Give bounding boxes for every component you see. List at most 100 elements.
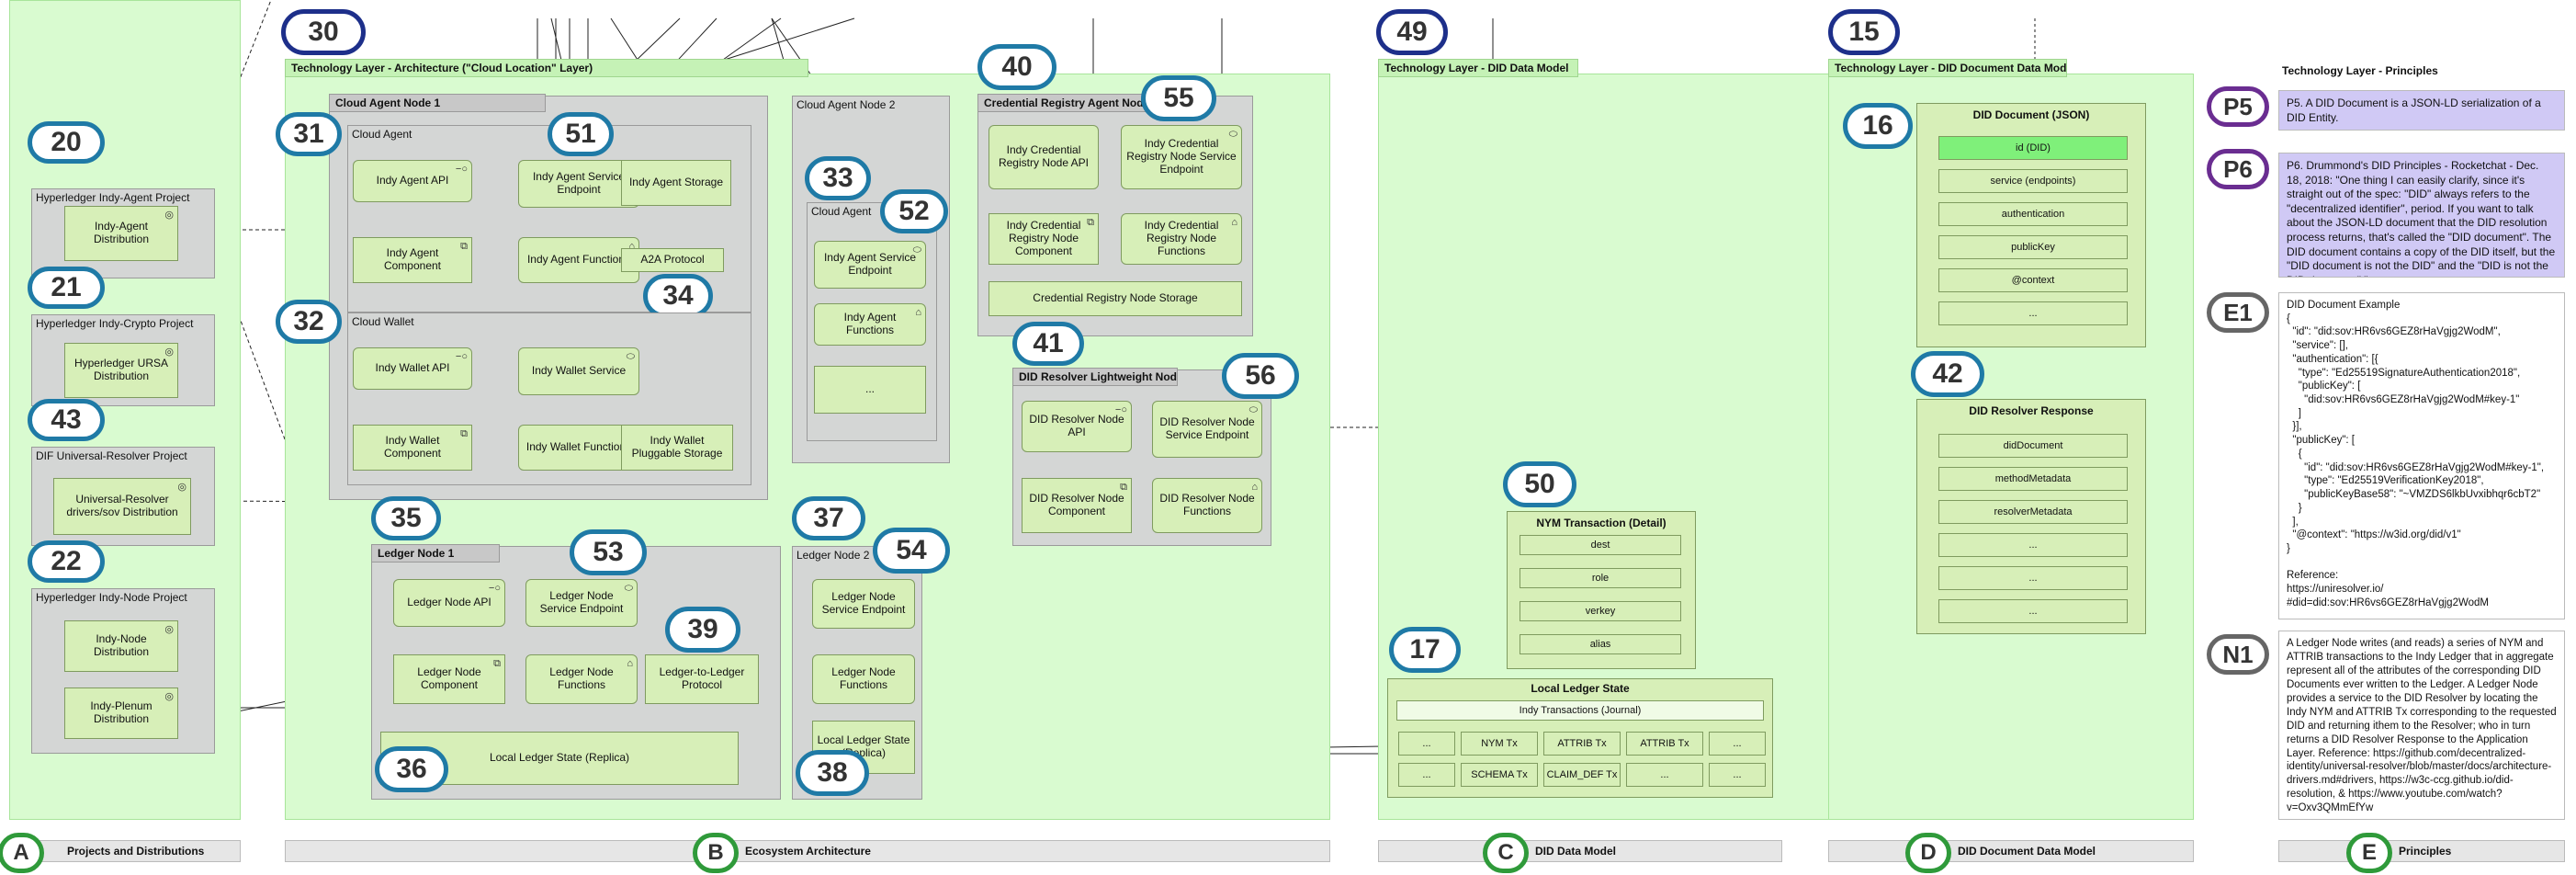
- ledger-node-component[interactable]: Ledger Node Component ⧉: [393, 654, 505, 704]
- indy-agent-functions-2[interactable]: Indy Agent Functions ⌂: [814, 303, 926, 346]
- indy-plenum-distribution-label: Indy-Plenum Distribution: [90, 699, 153, 725]
- universal-resolver-distribution[interactable]: Universal-Resolver drivers/sov Distribut…: [53, 478, 191, 535]
- indy-plenum-distribution[interactable]: Indy-Plenum Distribution ◎: [64, 688, 178, 739]
- did-doc-layer-title: Technology Layer - DID Document Data Mod…: [1828, 59, 2067, 77]
- indy-agent-distribution[interactable]: Indy-Agent Distribution ◎: [64, 206, 178, 261]
- resp-field-ellipsis-2: ...: [1938, 566, 2128, 590]
- agent-ellipsis-label: ...: [864, 382, 875, 396]
- did-resolver-node-api-label: DID Resolver Node API: [1029, 413, 1124, 438]
- interface-icon: −○: [455, 164, 468, 175]
- artifact-icon: ◎: [177, 482, 186, 493]
- did-resolver-node-service-label: DID Resolver Node Service Endpoint: [1159, 415, 1255, 441]
- doc-field-service: service (endpoints): [1938, 169, 2128, 193]
- ledger-node-api[interactable]: Ledger Node API −○: [393, 579, 505, 627]
- credential-registry-node-functions[interactable]: Indy Credential Registry Node Functions …: [1121, 213, 1242, 265]
- indy-wallet-component-label: Indy Wallet Component: [383, 434, 442, 460]
- indy-wallet-service[interactable]: Indy Wallet Service ⬭: [518, 347, 639, 395]
- doc-field-id: id (DID): [1938, 136, 2128, 160]
- interface-icon: −○: [488, 583, 501, 594]
- did-resolver-node-functions[interactable]: DID Resolver Node Functions ⌂: [1152, 478, 1262, 533]
- indy-node-distribution[interactable]: Indy-Node Distribution ◎: [64, 620, 178, 672]
- indy-wallet-functions[interactable]: Indy Wallet Functions ⌂: [518, 425, 639, 471]
- agent-ellipsis[interactable]: ...: [814, 366, 926, 414]
- ledger-to-ledger-protocol[interactable]: Ledger-to-Ledger Protocol: [645, 654, 759, 704]
- tray-c-label: DID Data Model: [1535, 845, 1617, 858]
- service-icon: ⬭: [624, 583, 633, 594]
- component-icon: ⧉: [1087, 217, 1094, 228]
- doc-field-publickey: publicKey: [1938, 235, 2128, 259]
- indy-wallet-pluggable-storage[interactable]: Indy Wallet Pluggable Storage: [621, 425, 733, 471]
- did-resolver-node-service[interactable]: DID Resolver Node Service Endpoint ⬭: [1152, 401, 1262, 458]
- resp-field-ellipsis-1: ...: [1938, 533, 2128, 557]
- ledger-node-service-endpoint-label: Ledger Node Service Endpoint: [539, 589, 624, 615]
- local-ledger-state-replica-label: Local Ledger State (Replica): [489, 751, 630, 765]
- indy-agent-service-endpoint-2[interactable]: Indy Agent Service Endpoint ⬭: [814, 241, 926, 289]
- ursa-distribution[interactable]: Hyperledger URSA Distribution ◎: [64, 343, 178, 398]
- indy-agent-service-endpoint-2-label: Indy Agent Service Endpoint: [823, 251, 917, 277]
- ledger-node-functions-2-label: Ledger Node Functions: [831, 665, 896, 691]
- badge-55: 55: [1141, 75, 1216, 121]
- indy-agent-service-endpoint[interactable]: Indy Agent Service Endpoint ⬭: [518, 160, 639, 208]
- ledger-node-functions-2[interactable]: Ledger Node Functions: [812, 654, 915, 704]
- indy-agent-storage[interactable]: Indy Agent Storage: [621, 160, 731, 206]
- badge-p5: P5: [2207, 86, 2269, 127]
- indy-agent-component[interactable]: Indy Agent Component ⧉: [353, 237, 472, 283]
- a2a-protocol[interactable]: A2A Protocol: [621, 248, 724, 272]
- indy-wallet-pluggable-storage-label: Indy Wallet Pluggable Storage: [631, 434, 723, 460]
- service-icon: ⬭: [1248, 404, 1258, 415]
- indy-wallet-component[interactable]: Indy Wallet Component ⧉: [353, 425, 472, 471]
- tx-r2c1: ...: [1398, 763, 1455, 787]
- badge-43: 43: [28, 399, 105, 441]
- indy-agent-api[interactable]: Indy Agent API −○: [353, 160, 472, 202]
- service-icon: ⬭: [1228, 129, 1237, 140]
- did-data-layer-title: Technology Layer - DID Data Model: [1378, 59, 1578, 77]
- tray-b-label: Ecosystem Architecture: [745, 845, 871, 858]
- indy-wallet-service-label: Indy Wallet Service: [531, 364, 627, 378]
- a2a-protocol-label: A2A Protocol: [640, 253, 705, 267]
- did-document-title: DID Document (JSON): [1972, 108, 2090, 121]
- credential-registry-node-functions-label: Indy Credential Registry Node Functions: [1144, 219, 1219, 257]
- ledger-node-service-endpoint-2-label: Ledger Node Service Endpoint: [821, 590, 906, 616]
- nym-field-verkey: verkey: [1520, 601, 1681, 621]
- cloud-wallet-title: Cloud Wallet: [352, 315, 414, 328]
- credential-registry-node-component[interactable]: Indy Credential Registry Node Component …: [989, 213, 1099, 265]
- tray-e: Principles: [2278, 840, 2565, 862]
- did-resolver-node-component[interactable]: DID Resolver Node Component ⧉: [1022, 478, 1132, 533]
- ledger-node-service-endpoint[interactable]: Ledger Node Service Endpoint ⬭: [525, 579, 638, 627]
- indy-wallet-api[interactable]: Indy Wallet API −○: [353, 347, 472, 390]
- doc-field-ellipsis: ...: [1938, 301, 2128, 325]
- interface-icon: −○: [1114, 404, 1127, 415]
- ledger-node-functions[interactable]: Ledger Node Functions ⌂: [525, 654, 638, 704]
- principle-p6: P6. Drummond's DID Principles - Rocketch…: [2278, 153, 2565, 278]
- indy-agent-functions[interactable]: Indy Agent Functions ⌂: [518, 237, 639, 283]
- badge-34: 34: [643, 274, 713, 318]
- artifact-icon: ◎: [164, 624, 174, 635]
- section-badge-b: B: [693, 833, 739, 873]
- example-e1: DID Document Example { "id": "did:sov:HR…: [2278, 292, 2565, 619]
- did-resolver-node-api[interactable]: DID Resolver Node API −○: [1022, 401, 1132, 452]
- ledger-node-component-label: Ledger Node Component: [417, 665, 481, 691]
- badge-21: 21: [28, 267, 105, 309]
- badge-38: 38: [796, 750, 869, 796]
- cloud-agent-title: Cloud Agent: [352, 128, 412, 141]
- credential-registry-node-storage[interactable]: Credential Registry Node Storage: [989, 281, 1242, 316]
- badge-20: 20: [28, 121, 105, 164]
- did-resolver-node-component-label: DID Resolver Node Component: [1029, 492, 1124, 517]
- ledger-node-service-endpoint-2[interactable]: Ledger Node Service Endpoint: [812, 579, 915, 629]
- badge-40: 40: [977, 44, 1056, 90]
- badge-e1: E1: [2207, 292, 2269, 333]
- tray-a-label: Projects and Distributions: [67, 845, 205, 858]
- indy-agent-storage-label: Indy Agent Storage: [628, 176, 724, 189]
- indy-agent-functions-2-label: Indy Agent Functions: [843, 311, 897, 336]
- credential-registry-node-api[interactable]: Indy Credential Registry Node API: [989, 125, 1099, 189]
- resp-field-diddocument: didDocument: [1938, 434, 2128, 458]
- component-icon: ⧉: [493, 658, 501, 669]
- badge-p6: P6: [2207, 149, 2269, 189]
- credential-registry-node-service[interactable]: Indy Credential Registry Node Service En…: [1121, 125, 1242, 189]
- indy-wallet-api-label: Indy Wallet API: [375, 361, 450, 375]
- indy-node-distribution-label: Indy-Node Distribution: [93, 632, 150, 658]
- badge-31: 31: [276, 112, 342, 156]
- nym-transaction-title: NYM Transaction (Detail): [1536, 517, 1666, 529]
- indy-agent-service-endpoint-label: Indy Agent Service Endpoint: [532, 170, 626, 196]
- function-icon: ⌂: [628, 241, 635, 252]
